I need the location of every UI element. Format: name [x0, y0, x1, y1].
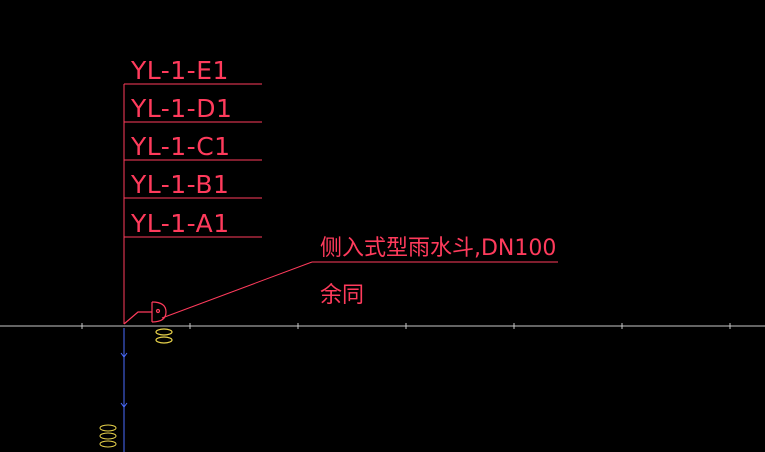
riser-tag-a1[interactable]: YL-1-A1 — [130, 209, 230, 238]
pipe-fitting-icon — [99, 424, 117, 448]
riser-tag-e1[interactable]: YL-1-E1 — [130, 56, 229, 85]
leader-line — [161, 261, 313, 319]
riser-tag-c1[interactable]: YL-1-C1 — [130, 132, 231, 161]
axis-ticks — [81, 323, 731, 329]
riser-tag-underlines — [124, 83, 262, 238]
roof-drain-icon[interactable] — [123, 301, 173, 344]
pipe-flow-arrows — [120, 352, 128, 408]
drain-note-text[interactable]: 侧入式型雨水斗,DN100 — [320, 236, 556, 261]
riser-tag-d1[interactable]: YL-1-D1 — [130, 94, 232, 123]
riser-tag-b1[interactable]: YL-1-B1 — [130, 170, 229, 199]
drain-note-subtext[interactable]: 余同 — [320, 283, 364, 308]
